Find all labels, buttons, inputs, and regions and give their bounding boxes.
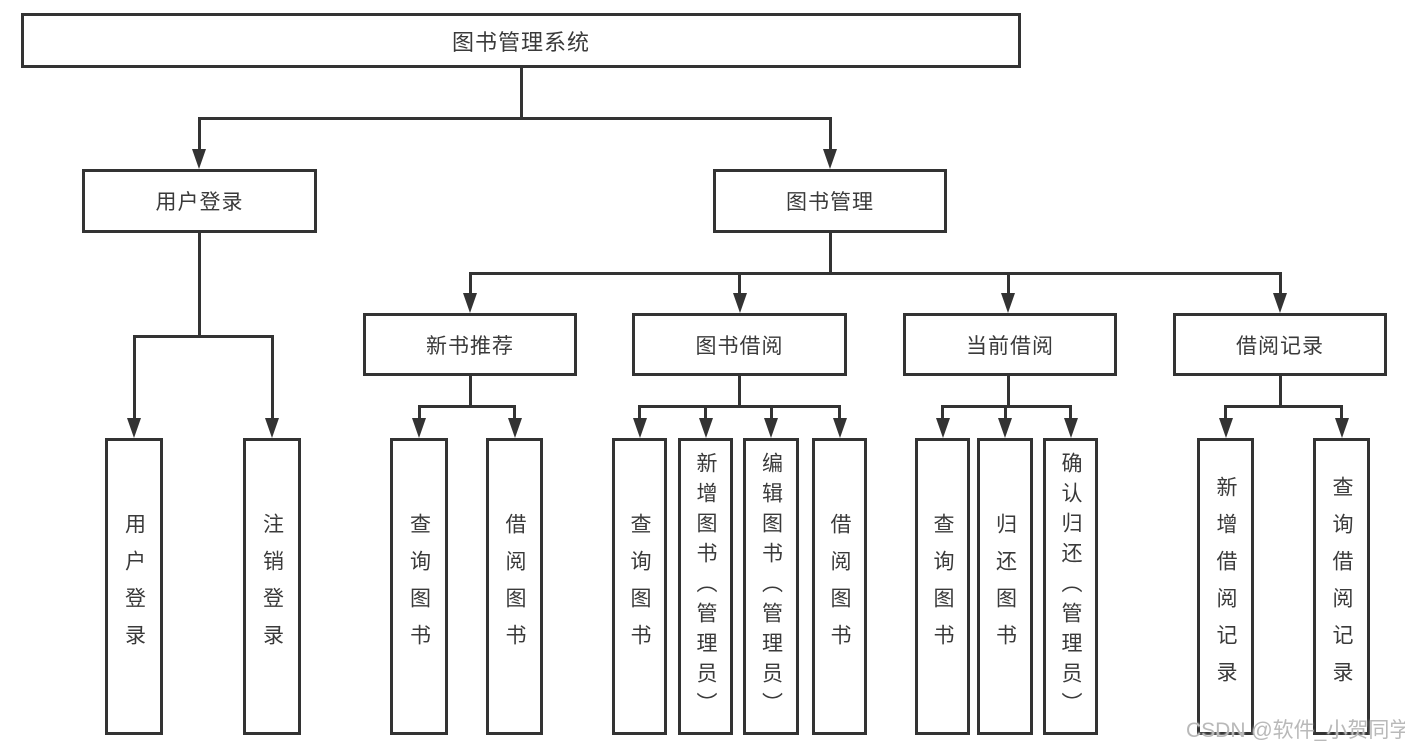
- csdn-watermark: CSDN @软件_小贺同学: [1186, 719, 1405, 742]
- node-label: 借阅记录: [1236, 334, 1324, 358]
- connector-line: [270, 334, 274, 421]
- leaf-confirm-return-admin: 确认归还（管理员）: [1043, 438, 1098, 735]
- leaf-label: 归还图书: [993, 512, 1017, 661]
- node-root-library-system: 图书管理系统: [21, 13, 1021, 68]
- arrow-down-icon: [1218, 418, 1233, 438]
- leaf-edit-books-admin: 编辑图书（管理员）: [743, 438, 799, 735]
- arrow-down-icon: [998, 418, 1012, 438]
- connector-line: [468, 271, 472, 296]
- connector-line: [704, 404, 707, 421]
- leaf-label: 借阅图书: [828, 512, 851, 661]
- leaf-query-books-recommend: 查询图书: [390, 438, 448, 735]
- arrow-down-icon: [127, 418, 141, 438]
- connector-line: [638, 404, 841, 408]
- connector-line: [1224, 404, 1343, 408]
- leaf-query-books-current: 查询图书: [915, 438, 970, 735]
- connector-line: [1278, 376, 1282, 407]
- arrow-down-icon: [192, 149, 206, 169]
- leaf-label: 新增借阅记录: [1214, 475, 1237, 698]
- leaf-query-books-borrowing: 查询图书: [612, 438, 667, 735]
- arrow-down-icon: [832, 418, 847, 438]
- leaf-user-login: 用户登录: [105, 438, 163, 735]
- connector-line: [941, 404, 944, 421]
- leaf-query-borrow-record: 查询借阅记录: [1313, 438, 1370, 735]
- connector-line: [1224, 404, 1227, 421]
- arrow-down-icon: [1001, 293, 1015, 313]
- leaf-logout: 注销登录: [243, 438, 301, 735]
- connector-line: [1006, 271, 1010, 296]
- connector-line: [738, 271, 741, 296]
- connector-line: [513, 404, 516, 421]
- connector-line: [828, 116, 832, 152]
- connector-line: [838, 404, 841, 421]
- connector-line: [519, 67, 523, 120]
- connector-line: [132, 334, 136, 421]
- connector-line: [132, 334, 274, 338]
- arrow-down-icon: [1063, 418, 1078, 438]
- node-label: 图书管理系统: [451, 29, 590, 55]
- connector-line: [1278, 271, 1282, 296]
- arrow-down-icon: [1334, 418, 1349, 438]
- leaf-label: 新增图书（管理员）: [694, 451, 717, 722]
- connector-line: [197, 116, 832, 120]
- leaf-label: 编辑图书（管理员）: [759, 451, 783, 722]
- arrow-down-icon: [265, 418, 279, 438]
- leaf-borrow-books-recommend: 借阅图书: [486, 438, 543, 735]
- arrow-down-icon: [632, 418, 647, 438]
- leaf-label: 查询图书: [931, 512, 954, 661]
- connector-line: [941, 404, 1072, 408]
- connector-line: [738, 376, 741, 407]
- arrow-down-icon: [823, 149, 837, 169]
- connector-line: [468, 376, 472, 407]
- connector-line: [417, 404, 421, 421]
- connector-line: [1003, 404, 1007, 421]
- leaf-add-books-admin: 新增图书（管理员）: [678, 438, 733, 735]
- connector-line: [638, 404, 641, 421]
- connector-line: [769, 404, 773, 421]
- leaf-label: 用户登录: [122, 512, 146, 661]
- node-user-login: 用户登录: [82, 169, 317, 233]
- leaf-borrow-books: 借阅图书: [812, 438, 867, 735]
- arrow-down-icon: [764, 418, 778, 438]
- node-book-management: 图书管理: [713, 169, 947, 233]
- node-label: 用户登录: [155, 191, 244, 214]
- leaf-label: 查询借阅记录: [1330, 475, 1353, 698]
- node-label: 当前借阅: [966, 334, 1054, 358]
- connector-line: [197, 233, 201, 337]
- arrow-down-icon: [732, 293, 747, 313]
- connector-line: [828, 233, 832, 274]
- leaf-label: 注销登录: [260, 512, 284, 661]
- node-label: 图书借阅: [695, 334, 784, 358]
- node-current-borrowing: 当前借阅: [903, 313, 1117, 376]
- arrow-down-icon: [412, 418, 426, 438]
- arrow-down-icon: [507, 418, 522, 438]
- leaf-return-books: 归还图书: [977, 438, 1033, 735]
- arrow-down-icon: [935, 418, 950, 438]
- leaf-label: 确认归还（管理员）: [1059, 451, 1082, 722]
- leaf-label: 查询图书: [407, 512, 431, 661]
- node-borrowing-records: 借阅记录: [1173, 313, 1387, 376]
- arrow-down-icon: [463, 293, 477, 313]
- node-new-book-recommend: 新书推荐: [363, 313, 577, 376]
- node-label: 新书推荐: [426, 334, 514, 358]
- arrow-down-icon: [698, 418, 713, 438]
- connector-line: [417, 404, 516, 408]
- connector-line: [1340, 404, 1343, 421]
- connector-line: [197, 116, 201, 152]
- connector-line: [1006, 376, 1010, 407]
- connector-line: [468, 271, 1282, 275]
- leaf-add-borrow-record: 新增借阅记录: [1197, 438, 1254, 735]
- node-label: 图书管理: [786, 191, 874, 214]
- leaf-label: 查询图书: [628, 512, 651, 661]
- leaf-label: 借阅图书: [503, 512, 526, 661]
- arrow-down-icon: [1273, 293, 1287, 313]
- connector-line: [1069, 404, 1072, 421]
- node-book-borrowing: 图书借阅: [632, 313, 847, 376]
